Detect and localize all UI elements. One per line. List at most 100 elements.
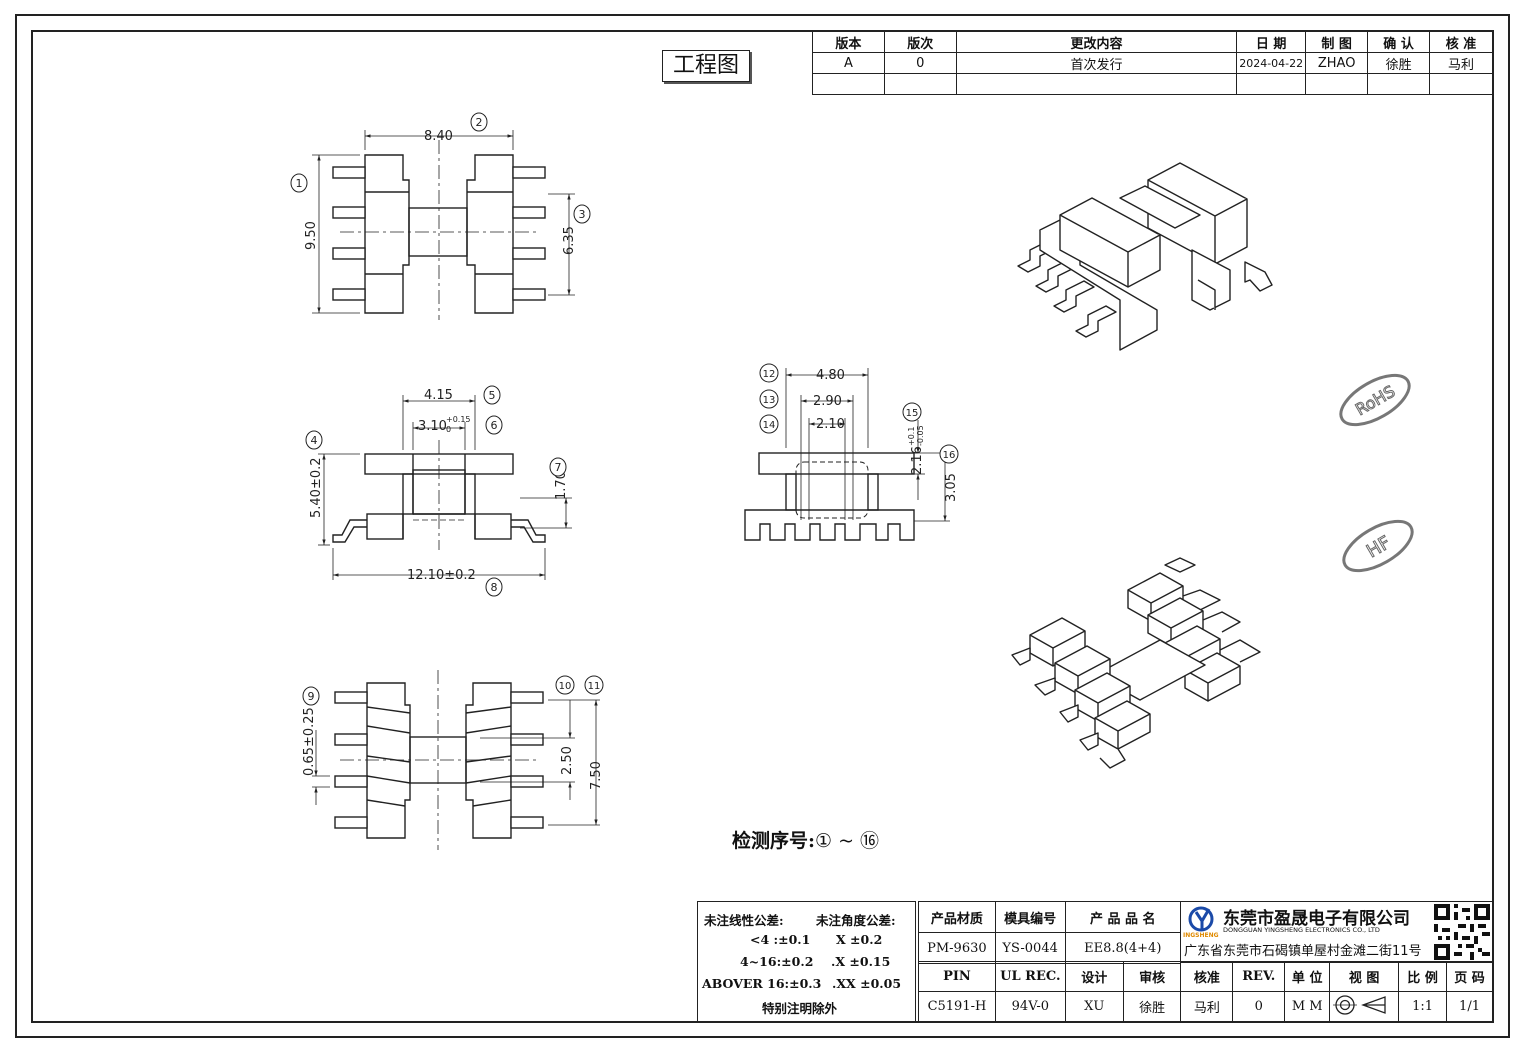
inspection-label: 检测序号: — [732, 830, 816, 852]
material-value: PM-9630 — [918, 932, 996, 964]
rev-header-change: 更改内容 — [955, 31, 1238, 53]
qr-code — [1434, 904, 1490, 960]
dim-2-50: 2.50 — [560, 746, 575, 775]
rev-header: REV. — [1232, 961, 1286, 992]
product-name-header: 产 品 品 名 — [1064, 901, 1182, 933]
tolerance-angle-3: .XX ±0.05 — [832, 976, 902, 991]
callout-5: 5 — [483, 385, 501, 405]
scale-value: 1:1 — [1398, 991, 1448, 1022]
callout-10-label: 10 — [559, 681, 572, 692]
drawing-title: 工程图 — [662, 50, 750, 82]
tolerance-note: 特别注明除外 — [762, 1001, 838, 1016]
callout-15: 15 — [902, 402, 922, 422]
view-value — [1329, 991, 1400, 1022]
dim-12-10: 12.10±0.2 — [407, 568, 476, 583]
callout-14-label: 14 — [763, 420, 776, 431]
review-header: 审核 — [1122, 961, 1182, 992]
pin-header: PIN — [918, 961, 996, 992]
inspection-range: ① ~ ⑯ — [815, 830, 880, 852]
callout-3-label: 3 — [579, 208, 586, 221]
callout-11-label: 11 — [588, 681, 601, 692]
bottom-view-dims: 0.65±0.25 2.50 7.50 — [302, 707, 604, 790]
callout-16: 16 — [939, 444, 959, 464]
callout-10: 10 — [555, 675, 575, 695]
title-block-header-row-1: 产品材质 模具编号 产 品 品 名 — [918, 901, 1182, 933]
rev-header-version: 版本 — [812, 31, 885, 53]
title-block-bottom: PIN UL REC. 设计 审核 核准 REV. 单 位 视 图 比 例 页 … — [918, 961, 1493, 1022]
dim-5-40: 5.40±0.2 — [309, 457, 324, 518]
rohs-stamp: RoHS — [1339, 373, 1411, 427]
callout-1-label: 1 — [296, 177, 303, 190]
approve-value: 马利 — [1180, 991, 1234, 1022]
callout-12: 12 — [759, 363, 779, 383]
company-address: 广东省东莞市石碣镇单屋村金滩二街11号 — [1184, 944, 1422, 959]
callout-3: 3 — [573, 204, 591, 224]
company-logo-text: INGSHENG — [1183, 932, 1219, 939]
tolerance-angle-2: .X ±0.15 — [831, 954, 891, 969]
dim-3-05: 3.05 — [944, 473, 959, 502]
inner-border — [31, 30, 1494, 1023]
dim-2-90: 2.90 — [813, 394, 842, 409]
dim-9-50: 9.50 — [304, 221, 319, 250]
outer-border — [15, 14, 1510, 1038]
callout-6-label: 6 — [491, 419, 498, 432]
inspection-sequence: 检测序号:① ~ ⑯ — [732, 826, 879, 853]
ul-rec-header: UL REC. — [994, 961, 1066, 992]
hf-stamp: HF — [1342, 519, 1414, 573]
side-view — [744, 368, 950, 541]
material-header: 产品材质 — [918, 901, 996, 933]
isometric-bottom-view — [1011, 557, 1261, 769]
callout-12-label: 12 — [763, 369, 776, 380]
review-value: 徐胜 — [1122, 991, 1182, 1022]
empty-cell — [1305, 73, 1369, 95]
rev-change: 首次发行 — [955, 52, 1238, 74]
dim-2-10: 2.10 — [816, 417, 845, 432]
dim-2-16-tol-upper: +0.1 — [907, 427, 916, 446]
callout-6: 6 — [485, 415, 503, 435]
dim-2-16-tol-lower: -0.05 — [916, 425, 925, 446]
callout-1: 1 — [290, 173, 308, 193]
unit-value: M M — [1284, 991, 1331, 1022]
approve-header: 核准 — [1180, 961, 1234, 992]
callout-13-label: 13 — [763, 395, 776, 406]
company-block: INGSHENG 东莞市盈晟电子有限公司 DONGGUAN YINGSHENG … — [1180, 901, 1493, 963]
tolerance-range-3: ABOVER 16:±0.3 — [702, 976, 822, 991]
pin-value: C5191-H — [918, 991, 996, 1022]
top-view — [312, 130, 575, 320]
callout-13: 13 — [759, 389, 779, 409]
mold-number-value: YS-0044 — [994, 932, 1066, 964]
dim-4-15: 4.15 — [424, 388, 453, 403]
rev-drawn: ZHAO — [1305, 52, 1369, 74]
scale-header: 比 例 — [1398, 961, 1448, 992]
dim-3-10-tol-lower: 0 — [446, 425, 451, 434]
front-view-dims: 4.15 3.10 +0.15 0 5.40±0.2 12.10±0.2 1.7… — [309, 388, 569, 583]
callout-2-label: 2 — [476, 116, 483, 129]
linear-tolerance-label: 未注线性公差: — [704, 913, 784, 928]
title-block-header-row-2: PIN UL REC. 设计 审核 核准 REV. 单 位 视 图 比 例 页 … — [918, 961, 1493, 992]
callout-4-label: 4 — [311, 434, 318, 447]
callout-9-label: 9 — [308, 690, 315, 703]
title-block-value-row-2: C5191-H 94V-0 XU 徐胜 马利 0 M M 1:1 1/1 — [918, 991, 1493, 1022]
callout-15-label: 15 — [906, 408, 919, 419]
revision-row: A 0 首次发行 2024-04-22 ZHAO 徐胜 马利 — [812, 52, 1493, 74]
projection-symbol-icon — [1333, 994, 1386, 1015]
callout-8-label: 8 — [491, 581, 498, 594]
tolerance-block: 未注线性公差: 未注角度公差: <4 :±0.1 X ±0.2 4~16:±0.… — [697, 901, 916, 1022]
view-header: 视 图 — [1329, 961, 1400, 992]
side-view-dims: 4.80 2.90 2.10 2.16 +0.1 -0.05 3.05 — [813, 368, 959, 502]
rev-value: 0 — [1232, 991, 1286, 1022]
dim-2-16: 2.16 — [910, 446, 925, 475]
dim-6-35: 6.35 — [562, 226, 577, 255]
rev-approve: 马利 — [1429, 52, 1493, 74]
page-header: 页 码 — [1446, 961, 1493, 992]
company-name: 东莞市盈晟电子有限公司 — [1223, 909, 1410, 929]
company-name-en: DONGGUAN YINGSHENG ELECTRONICS CO., LTD — [1223, 926, 1380, 934]
mold-number-header: 模具编号 — [994, 901, 1066, 933]
angle-tolerance-label: 未注角度公差: — [816, 913, 896, 928]
revision-table: 版本 版次 更改内容 日 期 制 图 确 认 核 准 A 0 首次发行 2024… — [812, 31, 1493, 95]
callout-8: 8 — [485, 577, 503, 597]
design-value: XU — [1064, 991, 1124, 1022]
dim-1-70: 1.70 — [554, 471, 569, 500]
callout-5-label: 5 — [489, 389, 496, 402]
